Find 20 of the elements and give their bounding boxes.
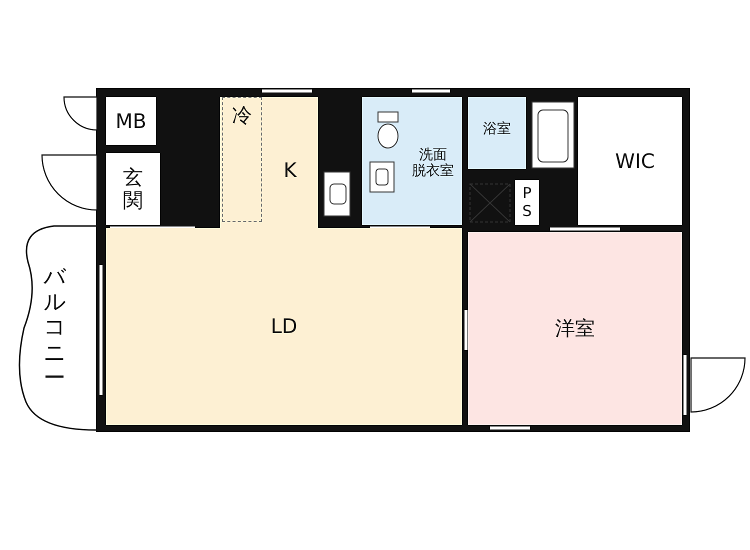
- room-label: MB: [116, 110, 146, 132]
- room-label: 玄関: [122, 166, 144, 212]
- room-label: バルコニー: [43, 264, 67, 392]
- room-area: [468, 97, 526, 169]
- room-area: [106, 228, 462, 425]
- room-label: 洗面脱衣室: [412, 147, 454, 180]
- fridge-space: [222, 97, 262, 222]
- room-label: LD: [270, 315, 298, 338]
- room-area: [468, 232, 682, 425]
- room-area: [220, 97, 318, 228]
- room-label: K: [283, 159, 297, 182]
- room-label: 冷: [232, 104, 252, 127]
- room-label: PS: [521, 185, 533, 220]
- pipe-space: [515, 180, 539, 225]
- room-area: [578, 97, 682, 225]
- room-area: [106, 153, 160, 225]
- room-label: WIC: [615, 150, 655, 172]
- room-area: [106, 97, 156, 145]
- room-label: 洋室: [555, 317, 595, 340]
- room-label: 浴室: [483, 121, 511, 138]
